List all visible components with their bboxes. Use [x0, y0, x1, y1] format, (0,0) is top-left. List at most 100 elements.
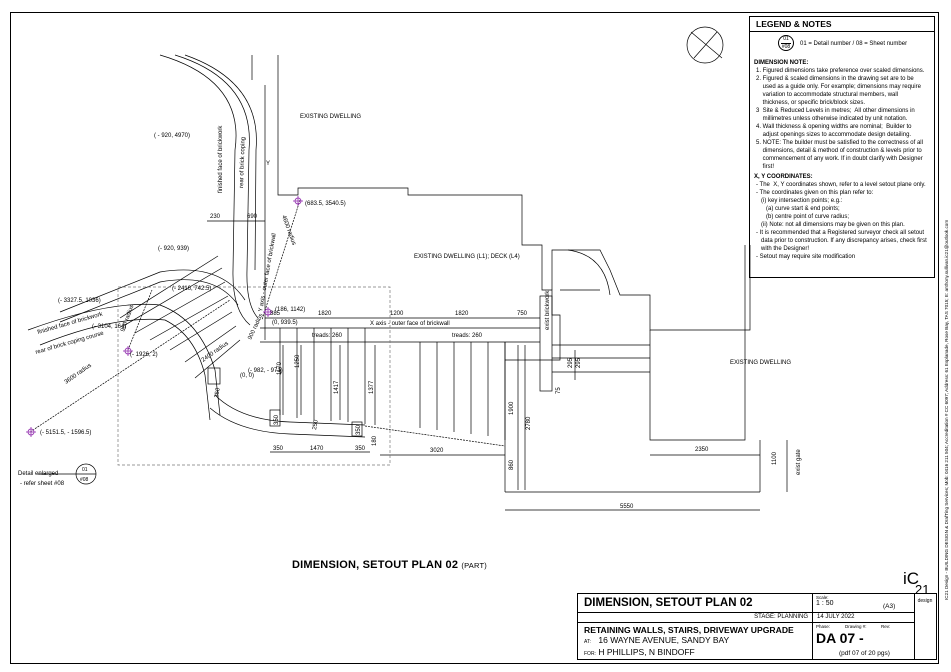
detail-enlarged-label: Detail enlarged	[18, 471, 58, 477]
coord-c6: (186, 1142)	[275, 307, 305, 313]
legend-key-top: 01	[783, 36, 789, 42]
sheet-border	[10, 12, 939, 664]
designer-side-strip: IC21 Design - BUILDING DESIGN & DrafTing…	[935, 40, 949, 600]
xy-note-line-7: data prior to construction. If any discr…	[756, 238, 927, 244]
coord-c5: (- 2416, 742.5)	[172, 286, 211, 292]
title-block-scale: Scale: 1 : 50 (A3)	[812, 593, 915, 613]
dim-1250: 1250	[295, 354, 301, 368]
dim-180a: 180	[372, 435, 378, 446]
exist-gate-label: exist gate	[796, 449, 802, 475]
coord-c8: (- 3104, 164)	[92, 324, 126, 330]
designer-contact-text: IC21 Design - BUILDING DESIGN & DrafTing…	[944, 219, 949, 600]
xy-heading: X, Y COORDINATES:	[754, 174, 813, 180]
detail-bubble-bottom: #08	[80, 477, 89, 483]
xy-note-line-5: (ii) Note: not all dimensions may be giv…	[756, 222, 905, 228]
existing-dwelling-top-label: EXISTING DWELLING	[300, 114, 361, 120]
legend-panel: LEGEND & NOTES 01 #08 01 = Detail number…	[749, 16, 935, 278]
xy-notes: - The X, Y coordinates shown, refer to a…	[754, 181, 930, 261]
dimension-note-line-2: used as a guide only. For example; dimen…	[756, 84, 921, 90]
dimension-note-line-9: 5. NOTE: The builder must be satisfied t…	[756, 140, 923, 146]
dimension-note-line-8: adjust openings sizes to accommodate des…	[756, 132, 912, 138]
dim-1417: 1417	[334, 380, 340, 394]
rev-label: Rev:	[881, 624, 891, 629]
x-axis-label: X axis - outer face of brickwall	[370, 321, 450, 327]
title-block-project: RETAINING WALLS, STAIRS, DRIVEWAY UPGRAD…	[577, 622, 813, 660]
dim-1900: 1900	[509, 401, 515, 415]
xy-note-line-0: - The X, Y coordinates shown, refer to a…	[756, 182, 926, 188]
dimension-note-line-5: 3 Site & Reduced Levels in metres; All o…	[756, 108, 915, 114]
coord-c11: (- 982, - 971)	[248, 368, 283, 374]
dim-1820a: 1820	[318, 311, 332, 317]
xy-note-line-8: with the Designer!	[756, 246, 810, 252]
plan-title-part: (PART)	[461, 561, 487, 570]
dim-1200: 1200	[390, 311, 404, 317]
pdf-reference: (pdf 07 of 20 pgs)	[839, 650, 890, 657]
y-label: Y	[266, 161, 270, 167]
dim-1377: 1377	[369, 380, 375, 394]
xy-note-line-9: - Setout may require site modification	[756, 254, 856, 260]
scale-label: Scale:	[816, 595, 829, 600]
coord-c7: (0, 939.5)	[272, 320, 298, 326]
dim-1820b: 1820	[455, 311, 469, 317]
dimension-note-line-11: commencement of any work. If in doubt cl…	[756, 156, 923, 162]
legend-body: DIMENSION NOTE: 1. Figured dimensions ta…	[750, 53, 934, 261]
dim-1100: 1100	[772, 451, 778, 465]
dim-2350: 2350	[695, 447, 709, 453]
coord-c9: (- 1926, 2)	[130, 352, 158, 358]
radius-900b: 900 radius	[247, 313, 264, 341]
dimension-note-line-1: 2. Figured & scaled dimensions in the dr…	[756, 76, 914, 82]
plan-title-text: DIMENSION, SETOUT PLAN 02	[292, 559, 459, 571]
dimension-note-line-12: first!	[756, 164, 774, 170]
project-address: 16 WAYNE AVENUE, SANDY BAY	[598, 635, 730, 645]
dim-5550: 5550	[620, 504, 634, 510]
for-label: FOR:	[584, 651, 596, 657]
dimension-note-line-10: dimensions, detail & method of construct…	[756, 148, 922, 154]
dim-350c: 350	[356, 424, 362, 435]
dim-350b: 350	[274, 414, 280, 425]
dim-295b: 295	[576, 357, 582, 368]
dimension-note-line-3: variation to accommodate structural memb…	[756, 92, 899, 98]
dimension-note-heading: DIMENSION NOTE:	[754, 60, 809, 66]
scale-value: 1 : 50	[816, 600, 834, 607]
xy-note-line-6: - It is recommended that a Registered su…	[756, 230, 925, 236]
xy-note-line-1: - The coordinates given on this plan ref…	[756, 190, 874, 196]
radius-4600: 4600 radius	[280, 215, 296, 247]
legend-key: 01 #08 01 = Detail number / 08 = Sheet n…	[750, 35, 934, 53]
coord-c10: (0, 0)	[240, 373, 254, 379]
xy-note-line-3: (a) curve start & end points;	[756, 206, 840, 212]
rear-coping-label: rear of brick coping	[239, 137, 247, 188]
dim-295a: 295	[568, 357, 574, 368]
north-arrow-icon	[686, 26, 724, 64]
legend-key-bottom: #08	[781, 44, 791, 50]
legend-key-text: 01 = Detail number / 08 = Sheet number	[800, 41, 908, 47]
detail-bubble-top: 01	[82, 467, 88, 473]
dim-230: 230	[210, 214, 221, 220]
legend-title: LEGEND & NOTES	[750, 17, 934, 32]
dimension-note-line-4: thickness, or specific brick/block sizes…	[756, 100, 866, 106]
at-label: AT:	[584, 639, 591, 645]
existing-dwelling-right-label: EXISTING DWELLING	[730, 360, 791, 366]
drawing-number: DA 07 -	[816, 630, 864, 646]
coord-c4: (- 3327.5, 1036)	[58, 298, 101, 304]
radius-3600: 3600 radius	[64, 363, 93, 386]
dim-3020: 3020	[430, 448, 444, 454]
dimension-note-line-7: 4. Wall thickness & opening widths are n…	[756, 124, 912, 130]
dimension-notes: 1. Figured dimensions take preference ov…	[754, 67, 930, 171]
coord-c1: ( - 920, 4970)	[154, 133, 190, 139]
dim-350d: 350	[273, 446, 284, 452]
finished-face-label: finished face of brickwork	[218, 125, 224, 193]
title-block-drawing: Phase: Drawing #: Rev: DA 07 - (pdf 07 o…	[812, 622, 915, 660]
dim-75: 75	[556, 387, 562, 394]
project-client: H PHILLIPS, N BINDOFF	[598, 647, 695, 657]
dim-690: 690	[247, 214, 258, 220]
exist-brickwork-label: exist brickwork	[545, 290, 551, 330]
treads-b-label: treads: 260	[452, 333, 483, 339]
logo-design-text: design	[917, 598, 933, 604]
dim-1470: 1470	[310, 446, 324, 452]
title-block-side: design	[914, 593, 937, 660]
radius-900a: 900 radius	[120, 304, 135, 332]
dimension-note-line-6: millimetres unless otherwise indicated b…	[756, 116, 908, 122]
title-block-title: DIMENSION, SETOUT PLAN 02	[577, 593, 813, 613]
